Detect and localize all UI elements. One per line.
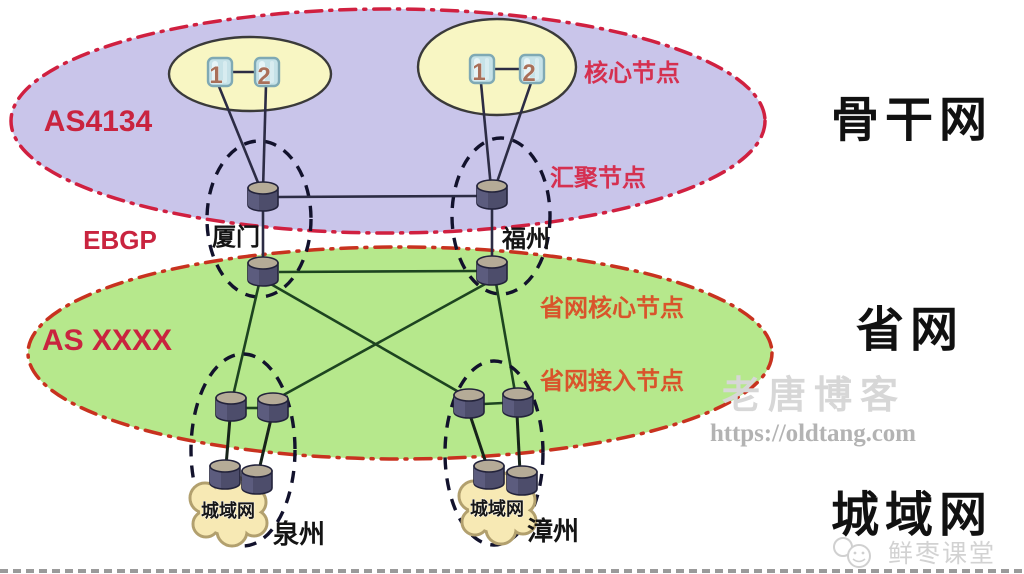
zone-title-backbone: 骨干网 — [831, 94, 993, 147]
city-label-zhangzhou: 漳州 — [527, 516, 579, 546]
provincial-links — [231, 269, 517, 410]
core-router-left-2-number: 2 — [257, 63, 270, 90]
watermark-brand-name: 鲜枣课堂 — [888, 540, 996, 568]
fuzhou-agg-router-icon — [476, 179, 508, 210]
city-node-group-outlines — [205, 136, 552, 299]
city-label-quanzhou: 泉州 — [273, 519, 325, 549]
city-label-fuzhou: 福州 — [501, 226, 550, 253]
city-label-xiamen: 厦门 — [212, 223, 260, 251]
backbone-as-label: AS4134 — [44, 105, 153, 138]
provincial-zone-ellipse — [26, 245, 774, 461]
fuzhou-node-group-outline — [450, 136, 552, 296]
quanzhou-metro-router-right-icon — [241, 464, 273, 495]
backbone-links — [216, 67, 533, 262]
provincial-access-node-label: 省网接入节点 — [539, 368, 684, 395]
provincial-as-label: AS XXXX — [42, 324, 172, 357]
zhangzhou-cloud-label: 城域网 — [470, 498, 524, 519]
xiamen-agg-router-icon — [247, 181, 279, 212]
provincial-core-node-label: 省网核心节点 — [539, 294, 684, 322]
quanzhou-metro-outline — [189, 352, 297, 548]
zone-title-provincial: 省网 — [856, 304, 964, 357]
xiamen-node-group-outline — [205, 139, 313, 299]
core-router-nodes: 1 2 1 2 — [206, 53, 546, 91]
core-group-left-ellipse — [167, 35, 333, 113]
core-router-right-1-number: 1 — [472, 59, 485, 86]
fuzhou-access-router-right-icon — [502, 387, 534, 418]
agg-node-label: 汇聚节点 — [550, 165, 646, 192]
fuzhou-prov-core-router-icon — [476, 255, 508, 286]
watermark-site-name: 老唐博客 — [722, 374, 906, 417]
ebgp-label: EBGP — [83, 225, 157, 255]
zhangzhou-metro-outline — [443, 359, 545, 547]
zhangzhou-metro-router-right-icon — [506, 465, 538, 496]
core-group-right-ellipse — [416, 17, 578, 117]
watermark-site-url: https://oldtang.com — [710, 420, 916, 447]
fuzhou-access-router-left-icon — [453, 388, 485, 419]
xiamen-prov-core-router-icon — [247, 256, 279, 287]
quanzhou-metro-router-left-icon — [209, 459, 241, 490]
core-router-left-1-number: 1 — [209, 62, 222, 89]
brand-mascot-icon — [833, 537, 871, 568]
xiamen-access-router-right-icon — [257, 392, 289, 423]
quanzhou-cloud-label: 城域网 — [201, 500, 255, 521]
metro-group-outlines — [189, 352, 545, 548]
core-node-label: 核心节点 — [584, 59, 680, 87]
core-router-right-2-number: 2 — [522, 60, 535, 87]
xiamen-access-router-left-icon — [215, 391, 247, 422]
zone-title-metro: 城域网 — [831, 489, 993, 542]
zhangzhou-metro-router-left-icon — [473, 459, 505, 490]
metro-links — [224, 413, 522, 473]
